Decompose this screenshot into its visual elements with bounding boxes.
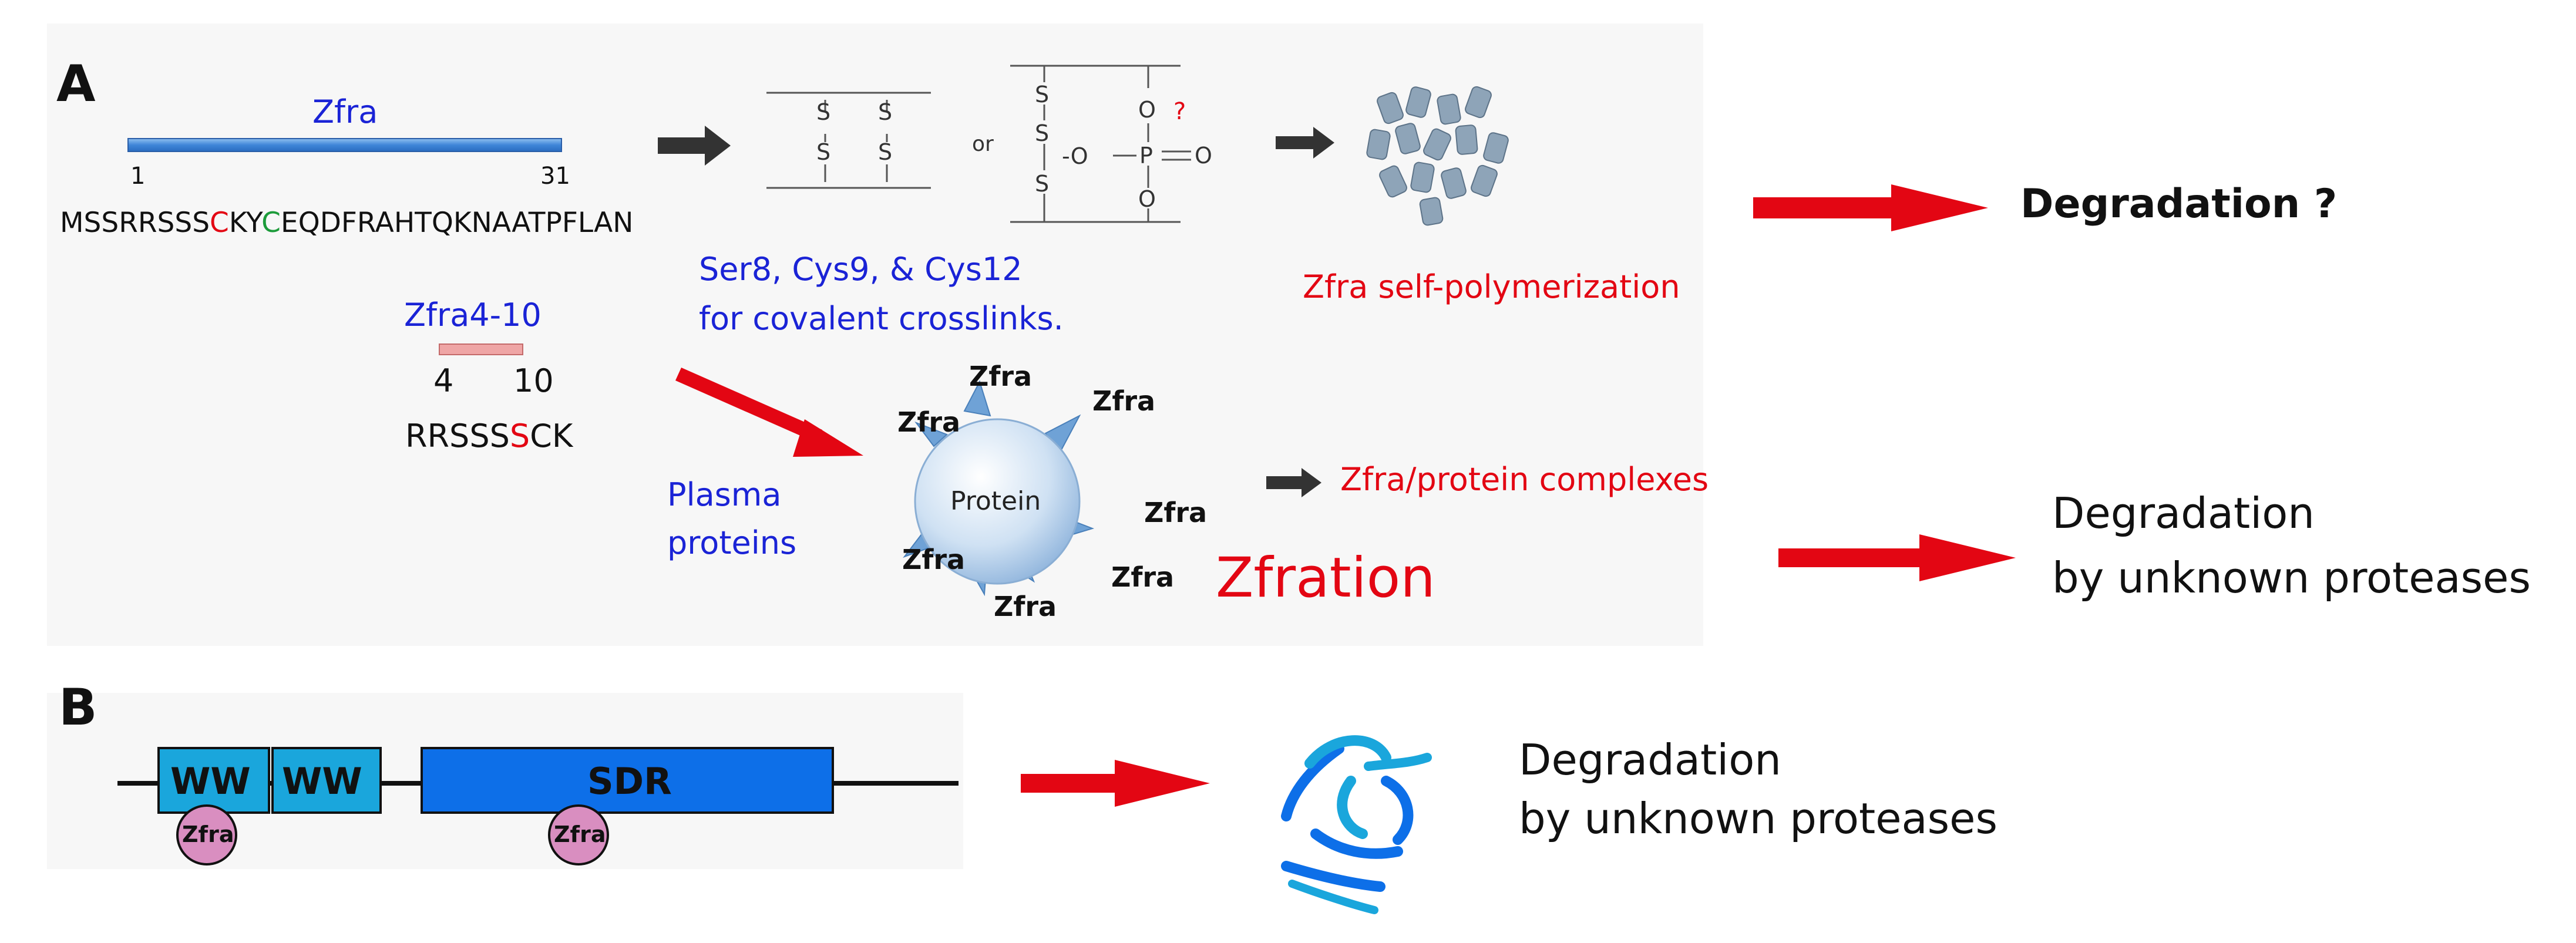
zfra-label-bottom: Zfra (994, 591, 1057, 622)
zfra-circle-label-2: Zfra (554, 821, 606, 847)
arrow-right-red-2 (1778, 534, 2016, 581)
seq-part-1: MSSRRSSS (60, 207, 210, 239)
zfra-label-right: Zfra (1144, 497, 1208, 528)
seq-part-3: EQDFRAHTQKNAATPFLAN (281, 207, 634, 239)
degradation-b-line1: Degradation (1519, 735, 1781, 784)
plasma-label-line1: Plasma (667, 476, 782, 513)
degradation-proteases-line1: Degradation (2052, 489, 2315, 538)
degradation-question: Degradation ? (2020, 181, 2338, 227)
arrow-right-red-1 (1753, 184, 1988, 231)
arrow-right-dark-2 (1276, 127, 1334, 159)
self-polymerization-label: Zfra self-polymerization (1303, 268, 1680, 305)
zfra-label-top-right: Zfra (1092, 385, 1156, 417)
zfra410-title: Zfra4-10 (404, 297, 542, 334)
phosphate-diagram (1010, 65, 1191, 223)
or-label: or (972, 132, 994, 156)
sdr-domain (421, 747, 834, 814)
zfra-label-bottom-left: Zfra (902, 544, 966, 575)
s-label-7: S (1035, 171, 1050, 197)
s-label-1: S (816, 99, 831, 125)
s-label-5: S (1035, 82, 1050, 107)
zfra-label-left: Zfra (897, 406, 961, 438)
ww-domain-2 (271, 747, 382, 814)
question-mark: ? (1173, 98, 1186, 125)
seq-part-2: KY (228, 207, 262, 239)
zfra-circle-label-1: Zfra (182, 821, 234, 847)
s-label-3: S (878, 99, 893, 125)
o-minus-label: -O (1062, 143, 1088, 169)
ww-label-2: WW (282, 760, 362, 803)
zfra-title: Zfra (312, 93, 378, 130)
disulfide-diagram (766, 92, 931, 189)
protein-label: Protein (950, 486, 1041, 516)
s-label-6: S (1035, 120, 1050, 146)
crosslink-note-line1: Ser8, Cys9, & Cys12 (699, 251, 1023, 288)
zfra410-sequence: RRSSSSCK (405, 420, 573, 452)
arrow-right-dark-1 (658, 126, 731, 166)
ww-label-1: WW (170, 760, 251, 803)
degradation-b-line2: by unknown proteases (1519, 794, 1997, 843)
fragments-icon (1281, 735, 1432, 914)
panel-b-label: B (59, 678, 97, 737)
crosslink-note-line2: for covalent crosslinks. (699, 300, 1064, 337)
zfra-circle-1 (176, 804, 237, 865)
zfra-sequence: MSSRRSSSCKYCEQDFRAHTQKNAATPFLAN (60, 209, 633, 237)
zfration-label: Zfration (1216, 546, 1435, 610)
polymer-cluster-icon (1366, 86, 1509, 226)
zfra-circle-2 (548, 804, 609, 865)
seq-part-cys9: C (210, 207, 229, 239)
s-label-4: S (878, 139, 893, 165)
o-label-right: O (1195, 143, 1212, 169)
zfra410-end: 10 (513, 362, 554, 399)
zfra410-start: 4 (433, 362, 454, 399)
o-label-bottom: O (1138, 186, 1156, 212)
p-label: P (1139, 143, 1153, 169)
zfra-label-bottom-right: Zfra (1111, 561, 1175, 593)
zfra410-seq-ser8: S (509, 417, 530, 454)
panel-a-background (47, 23, 1703, 646)
plasma-label-line2: proteins (667, 524, 797, 561)
degradation-proteases-line2: by unknown proteases (2052, 553, 2531, 602)
arrow-right-dark-3 (1266, 468, 1321, 497)
zfra410-bar (439, 343, 523, 355)
zfra-bar-start: 1 (130, 163, 146, 190)
zfra-bar-end: 31 (540, 163, 570, 190)
ww-domain-1 (157, 747, 270, 814)
zfra410-seq-part-2: CK (530, 417, 573, 454)
zfra-bar (127, 138, 562, 152)
s-label-2: S (816, 139, 831, 165)
zfra-label-top: Zfra (969, 361, 1033, 392)
arrow-diagonal-red (675, 368, 863, 457)
zfra410-seq-part-1: RRSSS (405, 417, 510, 454)
o-label-top: O (1138, 97, 1156, 123)
arrow-right-red-3 (1021, 760, 1210, 807)
complexes-label: Zfra/protein complexes (1340, 461, 1709, 498)
protein-icon (903, 380, 1095, 597)
sdr-label: SDR (587, 760, 672, 803)
seq-part-cys12: C (261, 207, 281, 239)
panel-a-label: A (56, 55, 96, 113)
